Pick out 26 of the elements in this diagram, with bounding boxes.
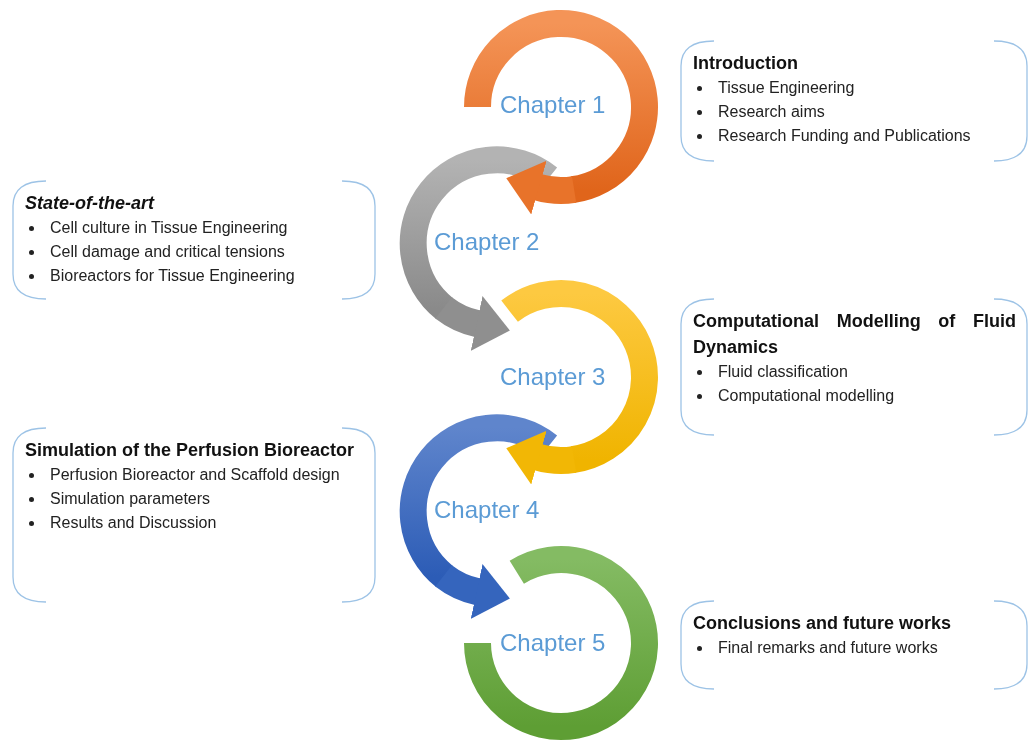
bullet-item: Simulation parameters bbox=[25, 487, 364, 511]
bullet-item: Cell culture in Tissue Engineering bbox=[25, 216, 364, 240]
bullet-item: Final remarks and future works bbox=[693, 636, 1016, 660]
bullet-item: Results and Discussion bbox=[25, 511, 364, 535]
chapter-label: Chapter 4 bbox=[434, 495, 540, 525]
chapter-label: Chapter 2 bbox=[434, 227, 540, 257]
bullet-item: Research Funding and Publications bbox=[693, 124, 1016, 148]
section-heading: Computational Modelling of Fluid Dynamics bbox=[693, 310, 1016, 359]
chapter-label: Chapter 5 bbox=[500, 628, 606, 658]
section-heading: Introduction bbox=[693, 52, 799, 75]
chapter-label: Chapter 3 bbox=[500, 362, 606, 392]
curved-arrow bbox=[505, 160, 576, 215]
section-heading: Conclusions and future works bbox=[693, 612, 953, 635]
bullet-item: Tissue Engineering bbox=[693, 76, 1016, 100]
chapter-label: Chapter 1 bbox=[500, 90, 606, 120]
curved-arrow bbox=[435, 564, 510, 619]
bullet-item: Research aims bbox=[693, 100, 1016, 124]
section-heading: Simulation of the Perfusion Bioreactor bbox=[25, 439, 356, 462]
section-heading: State-of-the-art bbox=[25, 192, 156, 215]
curved-arrow bbox=[505, 430, 576, 485]
bullet-item: Computational modelling bbox=[693, 384, 1016, 408]
curved-arrow bbox=[435, 296, 510, 351]
bullet-item: Perfusion Bioreactor and Scaffold design bbox=[25, 463, 364, 487]
bullet-item: Fluid classification bbox=[693, 360, 1016, 384]
bullet-item: Bioreactors for Tissue Engineering bbox=[25, 264, 364, 288]
bullet-item: Cell damage and critical tensions bbox=[25, 240, 364, 264]
